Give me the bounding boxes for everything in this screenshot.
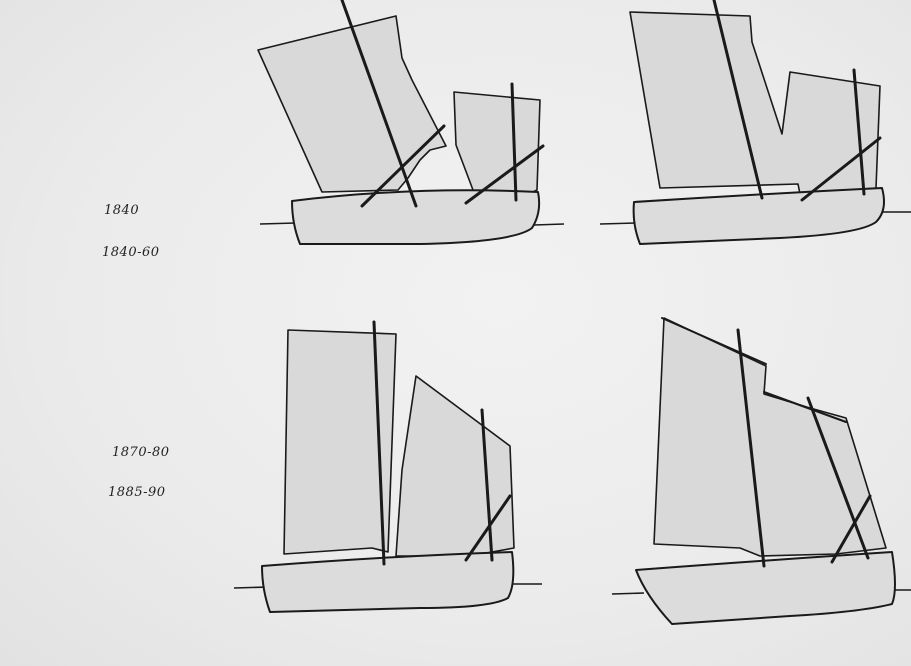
boat-sketch-4 [611,317,911,625]
mast [372,320,386,566]
mast [340,0,418,208]
mizzen-mast [510,82,518,202]
mizzen-mast [852,68,866,196]
boat-sketch-2 [599,0,911,245]
mizzen-sprit [464,494,512,562]
mizzen-sprit [464,144,545,205]
hull [635,551,896,625]
waterline [611,592,645,595]
main-sail [629,11,881,195]
date-label-1840: 1840 [104,203,140,218]
date-label-1885-90: 1885-90 [108,485,166,500]
waterline [599,222,637,225]
main-sail [653,317,887,557]
main-sail [257,15,447,193]
mizzen-sail [395,375,515,557]
mizzen-sprit [800,136,882,202]
mizzen-sail [453,91,541,199]
date-label-1840-60: 1840-60 [102,245,160,260]
hull [632,187,885,245]
waterline [533,223,565,226]
sprit [360,124,446,208]
mizzen-mast [806,396,870,560]
waterline [233,586,269,589]
waterline [259,222,297,225]
mast [712,0,764,200]
date-label-1870-80: 1870-80 [112,445,170,460]
boat-sketch-1 [257,0,565,245]
mast [736,328,766,568]
topsail-yard [763,391,847,423]
hull [291,189,541,245]
gaff [661,317,767,365]
main-sail [283,329,397,555]
mizzen-sprit [830,494,872,564]
mizzen-mast [480,408,494,562]
boat-sketch-3 [233,320,542,613]
hull [261,551,515,613]
